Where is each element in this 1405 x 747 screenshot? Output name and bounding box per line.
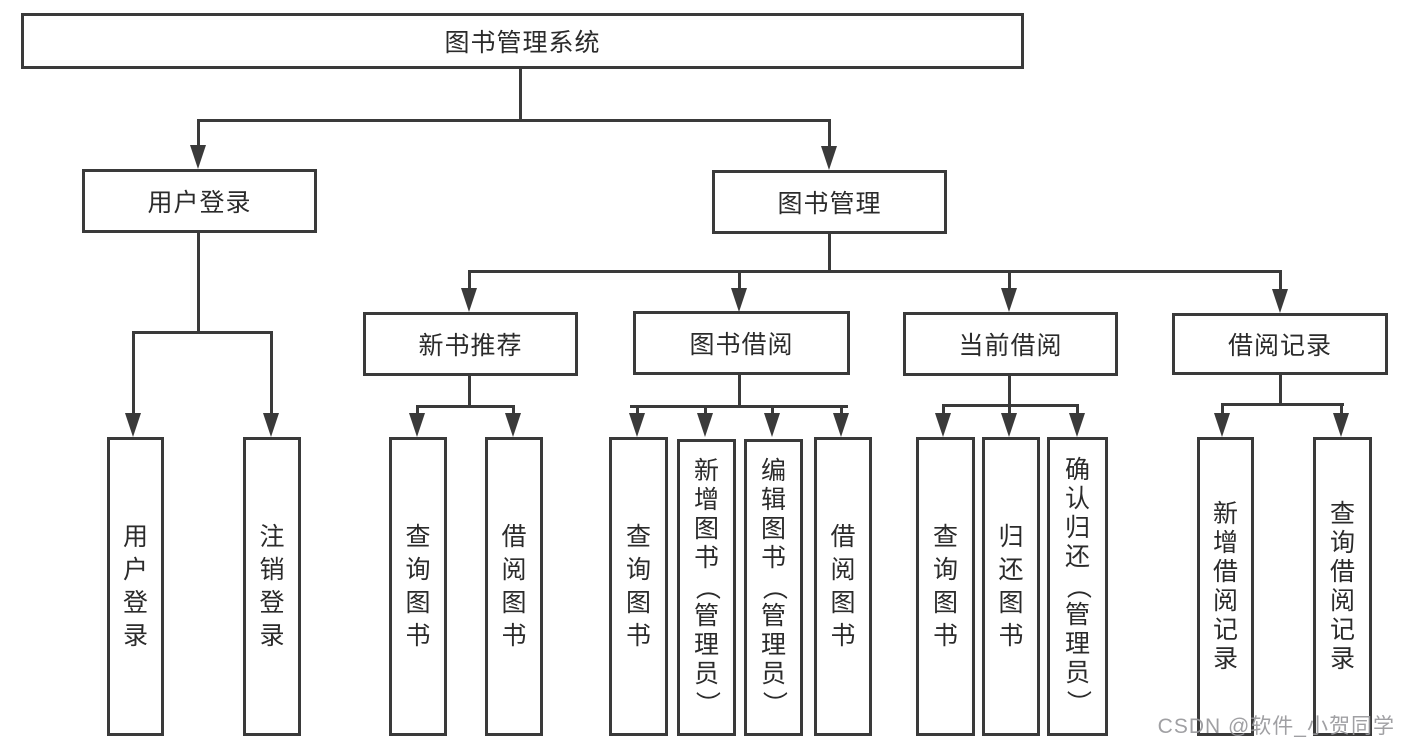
connector-drop-login-leaf [132, 331, 135, 415]
node-leaf-bb-borrow-books: 借阅图书 [814, 437, 872, 736]
node-book-management-label: 图书管理 [777, 190, 882, 218]
node-leaf-nbr-query-books: 查询图书 [389, 437, 447, 736]
connector-drop-borrow-records [1279, 270, 1282, 290]
node-user-login-label: 用户登录 [147, 189, 252, 217]
arrowhead-cb-confirm [1069, 413, 1085, 437]
node-leaf-logout-label: 注销登录 [259, 522, 285, 650]
node-new-book-recommend: 新书推荐 [363, 312, 578, 376]
node-leaf-nbr-borrow-books-label: 借阅图书 [501, 522, 527, 650]
connector-root-stem [519, 69, 522, 121]
node-user-login: 用户登录 [82, 169, 317, 233]
csdn-watermark: CSDN @软件_小贺同学 [1157, 715, 1395, 738]
arrowhead-br-add [1214, 413, 1230, 437]
node-leaf-br-add-record: 新增借阅记录 [1197, 437, 1254, 736]
arrowhead-bb-query [629, 413, 645, 437]
arrowhead-nbr-borrow [505, 413, 521, 437]
arrowhead-cb-query [935, 413, 951, 437]
node-current-borrowing: 当前借阅 [903, 312, 1118, 376]
node-leaf-br-query-record: 查询借阅记录 [1313, 437, 1372, 736]
node-leaf-cb-query-books: 查询图书 [916, 437, 975, 736]
node-leaf-nbr-borrow-books: 借阅图书 [485, 437, 543, 736]
connector-drop-cb-confirm [1076, 404, 1079, 415]
node-leaf-bb-add-books-admin-label: 新增图书（管理员） [692, 457, 721, 717]
connector-book-management-rail [468, 270, 1282, 273]
connector-root-rail [197, 119, 831, 122]
node-leaf-cb-query-books-label: 查询图书 [932, 522, 958, 650]
node-leaf-bb-query-books-label: 查询图书 [625, 522, 651, 650]
arrowhead-borrow-records [1272, 289, 1288, 313]
node-leaf-bb-edit-books-admin: 编辑图书（管理员） [744, 439, 803, 736]
arrowhead-nbr-query [409, 413, 425, 437]
arrowhead-logout-leaf [263, 413, 279, 437]
node-leaf-cb-return-books: 归还图书 [982, 437, 1040, 736]
connector-book-borrowing-stem [738, 375, 741, 407]
connector-drop-new-book-recommend [468, 270, 471, 290]
connector-book-borrowing-rail [630, 405, 848, 408]
arrowhead-bb-edit [764, 413, 780, 437]
node-leaf-cb-confirm-return-admin: 确认归还（管理员） [1047, 437, 1108, 736]
node-borrow-records-label: 借阅记录 [1227, 332, 1332, 360]
arrowhead-new-book-recommend [461, 288, 477, 312]
connector-drop-cb-return [1008, 404, 1011, 415]
node-library-management-system-label: 图书管理系统 [444, 29, 601, 57]
arrowhead-user-login [190, 145, 206, 169]
node-leaf-user-login-label: 用户登录 [122, 522, 148, 650]
connector-book-management-stem [828, 234, 831, 273]
connector-drop-logout-leaf [270, 331, 273, 415]
connector-drop-br-add [1221, 403, 1224, 415]
arrowhead-bb-borrow [833, 413, 849, 437]
node-leaf-br-query-record-label: 查询借阅记录 [1329, 499, 1355, 673]
node-leaf-cb-confirm-return-admin-label: 确认归还（管理员） [1063, 456, 1092, 716]
connector-drop-bb-edit [771, 405, 774, 415]
node-leaf-nbr-query-books-label: 查询图书 [405, 522, 431, 650]
node-book-management: 图书管理 [712, 170, 947, 234]
connector-drop-nbr-query [416, 405, 419, 415]
node-borrow-records: 借阅记录 [1172, 313, 1388, 375]
node-leaf-bb-edit-books-admin-label: 编辑图书（管理员） [759, 457, 788, 717]
connector-drop-nbr-borrow [512, 405, 515, 415]
node-library-management-system: 图书管理系统 [21, 13, 1024, 69]
node-leaf-bb-borrow-books-label: 借阅图书 [830, 522, 856, 650]
connector-drop-user-login [197, 119, 200, 147]
arrowhead-book-management [821, 146, 837, 170]
node-current-borrowing-label: 当前借阅 [958, 332, 1063, 360]
connector-user-login-rail [132, 331, 273, 334]
connector-drop-bb-add [704, 405, 707, 415]
arrowhead-bb-add [697, 413, 713, 437]
connector-drop-bb-borrow [840, 405, 843, 415]
connector-borrow-records-stem [1279, 375, 1282, 406]
connector-borrow-records-rail [1221, 403, 1344, 406]
node-leaf-user-login: 用户登录 [107, 437, 164, 736]
connector-drop-bb-query [636, 405, 639, 415]
connector-new-book-recommend-rail [416, 405, 515, 408]
connector-current-borrowing-stem [1008, 376, 1011, 406]
node-leaf-bb-add-books-admin: 新增图书（管理员） [677, 439, 736, 736]
connector-drop-cb-query [942, 404, 945, 415]
connector-drop-book-management [828, 119, 831, 148]
node-leaf-logout: 注销登录 [243, 437, 301, 736]
connector-new-book-recommend-stem [468, 376, 471, 407]
node-book-borrowing: 图书借阅 [633, 311, 850, 375]
arrowhead-book-borrowing [731, 288, 747, 312]
node-new-book-recommend-label: 新书推荐 [418, 332, 523, 360]
node-leaf-br-add-record-label: 新增借阅记录 [1212, 499, 1238, 673]
connector-user-login-stem [197, 233, 200, 333]
arrowhead-cb-return [1001, 413, 1017, 437]
connector-drop-current-borrowing [1008, 270, 1011, 290]
connector-drop-book-borrowing [738, 270, 741, 290]
arrowhead-br-query [1333, 413, 1349, 437]
connector-drop-br-query [1340, 403, 1343, 415]
node-leaf-bb-query-books: 查询图书 [609, 437, 668, 736]
node-book-borrowing-label: 图书借阅 [689, 331, 794, 359]
arrowhead-login-leaf [125, 413, 141, 437]
arrowhead-current-borrowing [1001, 288, 1017, 312]
node-leaf-cb-return-books-label: 归还图书 [998, 522, 1024, 650]
